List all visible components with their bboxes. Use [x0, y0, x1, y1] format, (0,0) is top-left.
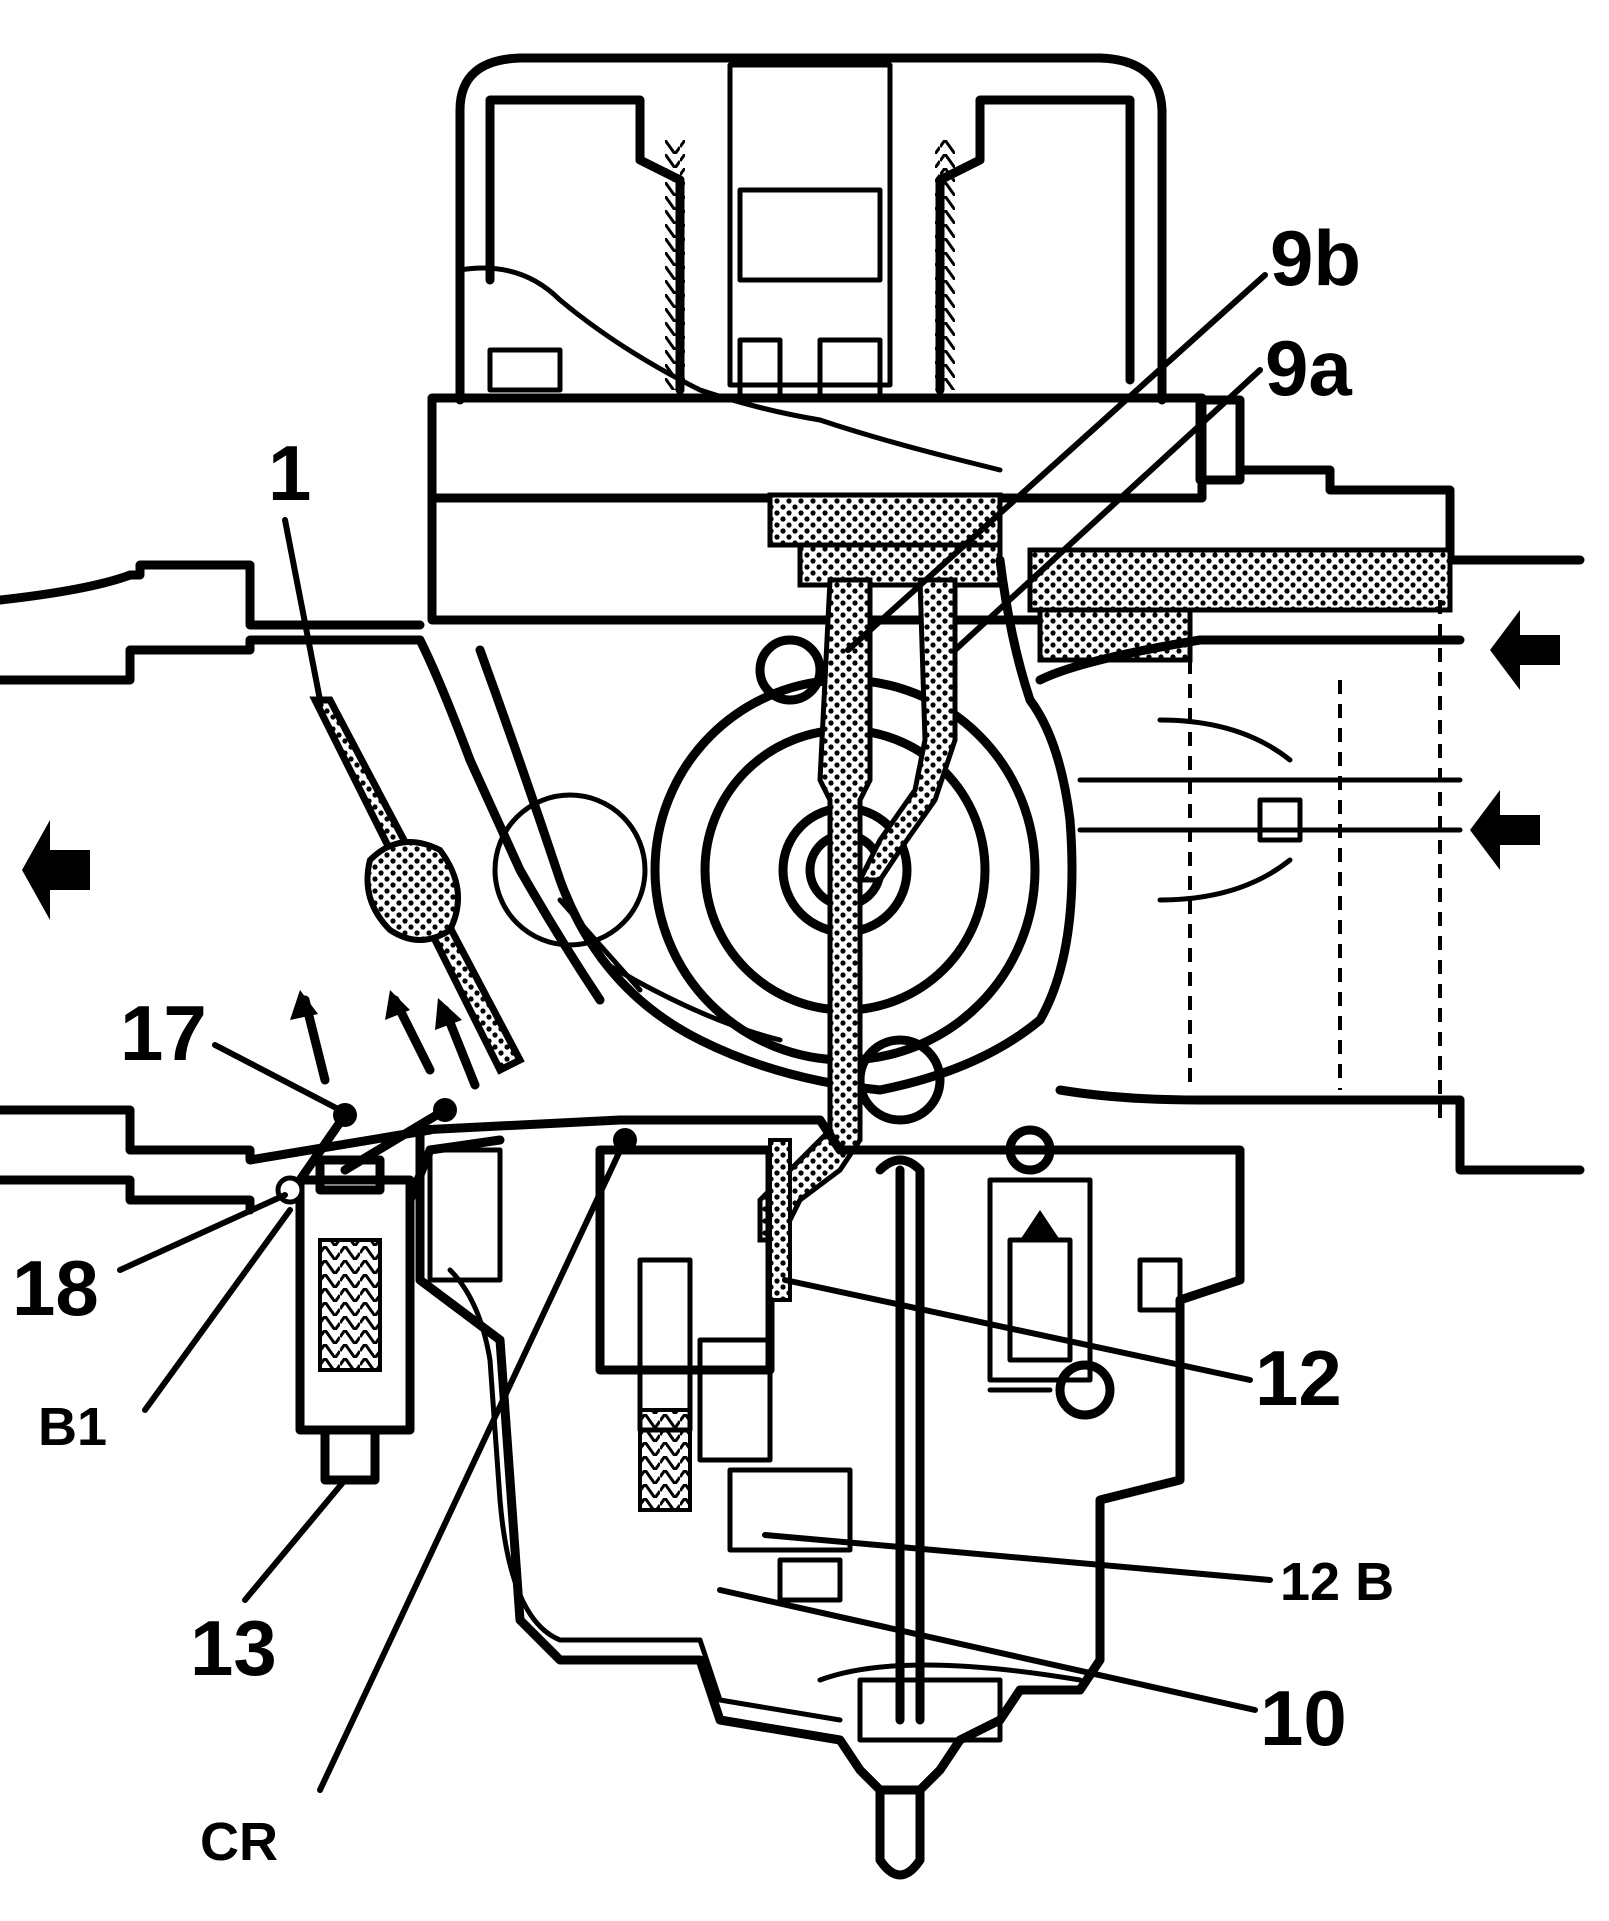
leader-b1 — [142, 1207, 293, 1413]
label-13: 13 — [190, 1604, 277, 1692]
outlet-arrow-icon — [22, 820, 90, 920]
leader-12 — [782, 1277, 1253, 1383]
leader-1 — [282, 517, 323, 703]
label-cr: CR — [200, 1812, 278, 1872]
air-filter-housing — [455, 53, 1167, 473]
flow-arrows — [22, 610, 1560, 1090]
leader-13 — [242, 1477, 348, 1603]
inlet-arrow-top-icon — [1490, 610, 1560, 690]
label-9b: 9b — [1270, 214, 1361, 302]
label-12: 12 — [1255, 1334, 1342, 1422]
vent-arrow-3-head-icon — [435, 998, 462, 1030]
label-12b: 12 B — [1280, 1552, 1394, 1612]
vent-arrow-2-head-icon — [385, 990, 410, 1020]
leader-cr — [317, 1137, 628, 1793]
venturi-throat — [0, 560, 1585, 1215]
leader-18 — [117, 1192, 288, 1273]
label-b1: B1 — [38, 1397, 107, 1457]
throttle-rotor — [475, 555, 1077, 1125]
inlet-arrow-bottom-icon — [1470, 790, 1540, 870]
float-bowl — [415, 1115, 1245, 1880]
leader-9b — [845, 272, 1268, 653]
label-9a: 9a — [1265, 324, 1352, 412]
label-18: 18 — [12, 1244, 99, 1332]
part-labels: 9b 9a 1 17 18 B1 13 CR 12 12 B 10 — [12, 214, 1394, 1872]
vent-arrow-1-head-icon — [290, 990, 318, 1020]
accelerator-jet-assembly — [275, 1098, 637, 1485]
leader-10 — [717, 1587, 1258, 1713]
leader-12b — [762, 1532, 1273, 1583]
label-10: 10 — [1260, 1674, 1347, 1762]
leader-lines — [117, 272, 1273, 1793]
label-1: 1 — [268, 429, 311, 517]
leader-9a — [952, 367, 1263, 653]
leader-17 — [212, 1042, 343, 1113]
throttle-plate — [309, 696, 525, 1075]
label-17: 17 — [120, 989, 207, 1077]
